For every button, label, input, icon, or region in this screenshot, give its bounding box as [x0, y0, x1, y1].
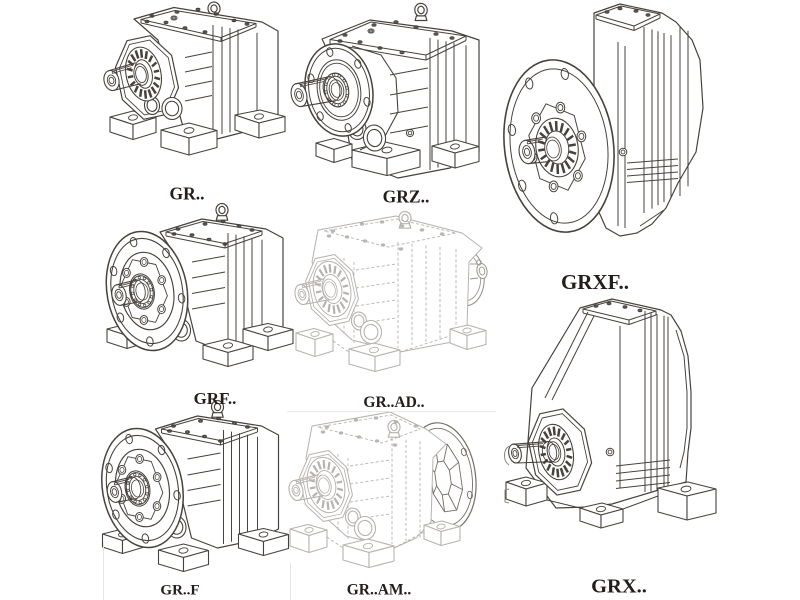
svg-text:GRZ..: GRZ.. — [383, 187, 430, 207]
svg-text:GR..AM..: GR..AM.. — [347, 582, 412, 599]
svg-text:GR..F: GR..F — [160, 583, 199, 599]
svg-text:GRF..: GRF.. — [194, 389, 237, 408]
svg-text:GRX..: GRX.. — [591, 576, 647, 598]
svg-text:GRXF..: GRXF.. — [561, 270, 629, 294]
svg-text:GR..AD..: GR..AD.. — [363, 394, 424, 411]
svg-text:GR..: GR.. — [170, 184, 205, 204]
